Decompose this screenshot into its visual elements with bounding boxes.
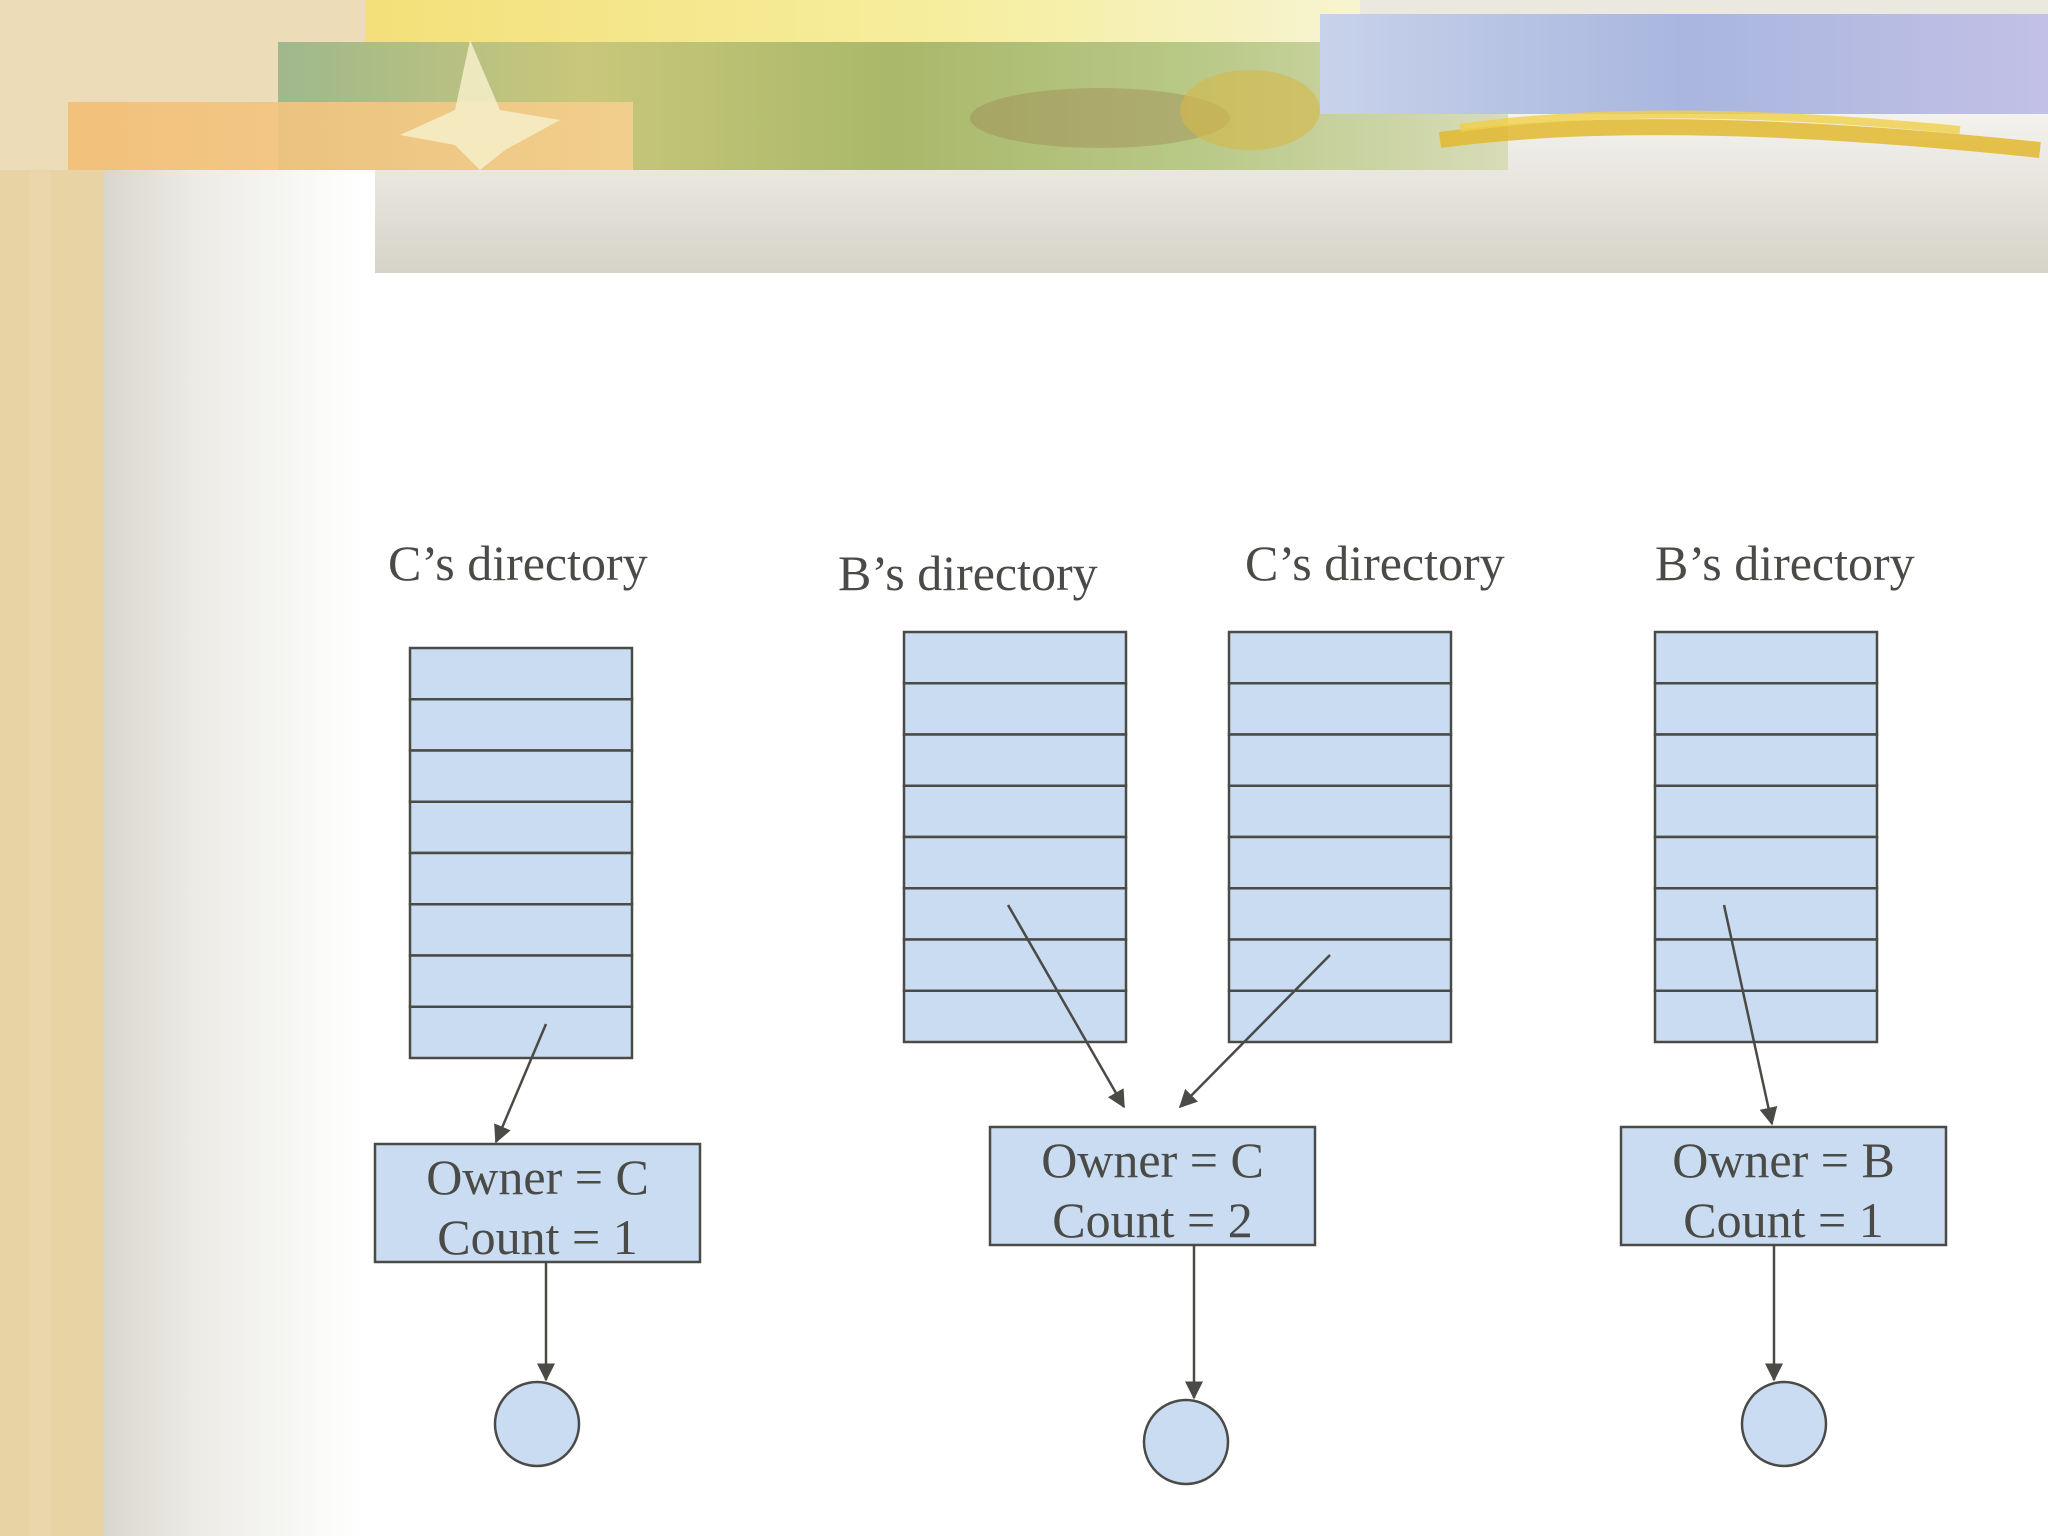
directory-entry — [902, 733, 1128, 787]
directory: C’s directory — [388, 535, 648, 1144]
directory-entry — [408, 954, 634, 1008]
file-data-circle — [1142, 1398, 1230, 1486]
banner-orange-strip — [68, 102, 633, 170]
directory-entry — [902, 887, 1128, 941]
directory-entry — [902, 682, 1128, 736]
directory-entry — [902, 938, 1128, 992]
directory-entry — [1653, 630, 1879, 685]
directory-entry — [1653, 835, 1879, 890]
entry-to-node-arrow — [1006, 904, 1126, 1109]
node-count: Count = 2 — [1052, 1192, 1252, 1248]
directory-entry — [408, 851, 634, 906]
directory: C’s directory — [1178, 535, 1505, 1109]
directory-entry — [408, 800, 634, 855]
directory-entry — [1653, 733, 1879, 787]
directory-entry — [408, 698, 634, 752]
node-box — [988, 1125, 1317, 1247]
node-count: Count = 1 — [1683, 1192, 1883, 1248]
file-data-circle — [493, 1380, 581, 1468]
directory-entry — [1227, 733, 1453, 787]
node-owner: Owner = B — [1672, 1132, 1895, 1188]
directory: B’s directory — [838, 545, 1128, 1109]
directory-entry — [902, 784, 1128, 839]
directory-entry — [408, 749, 634, 803]
paper-texture-border — [0, 0, 104, 1536]
directory-title: C’s directory — [1245, 535, 1505, 591]
directory-entry — [408, 903, 634, 957]
directory-entry — [1227, 989, 1453, 1044]
directory-entry — [1653, 938, 1879, 992]
directory-entry — [1653, 784, 1879, 839]
directory-entry — [1653, 682, 1879, 736]
file-data-circle — [1740, 1380, 1828, 1468]
directory-title: B’s directory — [1655, 535, 1915, 591]
directory-entry — [1227, 887, 1453, 941]
entry-to-node-arrow — [494, 1023, 548, 1144]
directory-entry — [902, 835, 1128, 890]
wheat-icon — [1438, 119, 2041, 158]
node-owner: Owner = C — [1041, 1132, 1264, 1188]
entry-to-node-arrow — [1178, 954, 1331, 1109]
directory: B’s directory — [1653, 535, 1915, 1126]
directory-entry — [1653, 989, 1879, 1044]
directory-title: B’s directory — [838, 545, 1098, 601]
node-count: Count = 1 — [437, 1209, 637, 1265]
directory-entry — [902, 989, 1128, 1044]
directory-title: C’s directory — [388, 535, 648, 591]
node-owner: Owner = C — [426, 1149, 649, 1205]
node-box — [1619, 1125, 1948, 1247]
directory-entry — [408, 1005, 634, 1060]
directory-entry — [1653, 887, 1879, 941]
directory-entry — [408, 646, 634, 701]
entry-to-node-arrow — [1722, 904, 1778, 1126]
directory-entry — [1227, 630, 1453, 685]
node-box — [373, 1142, 702, 1264]
leaf-icon — [400, 40, 560, 170]
directory-entry — [1227, 784, 1453, 839]
directory-entry — [1227, 682, 1453, 736]
directory-entry — [902, 630, 1128, 685]
directory-entry — [1227, 938, 1453, 992]
directory-entry — [1227, 835, 1453, 890]
header-banner — [68, 0, 2048, 273]
